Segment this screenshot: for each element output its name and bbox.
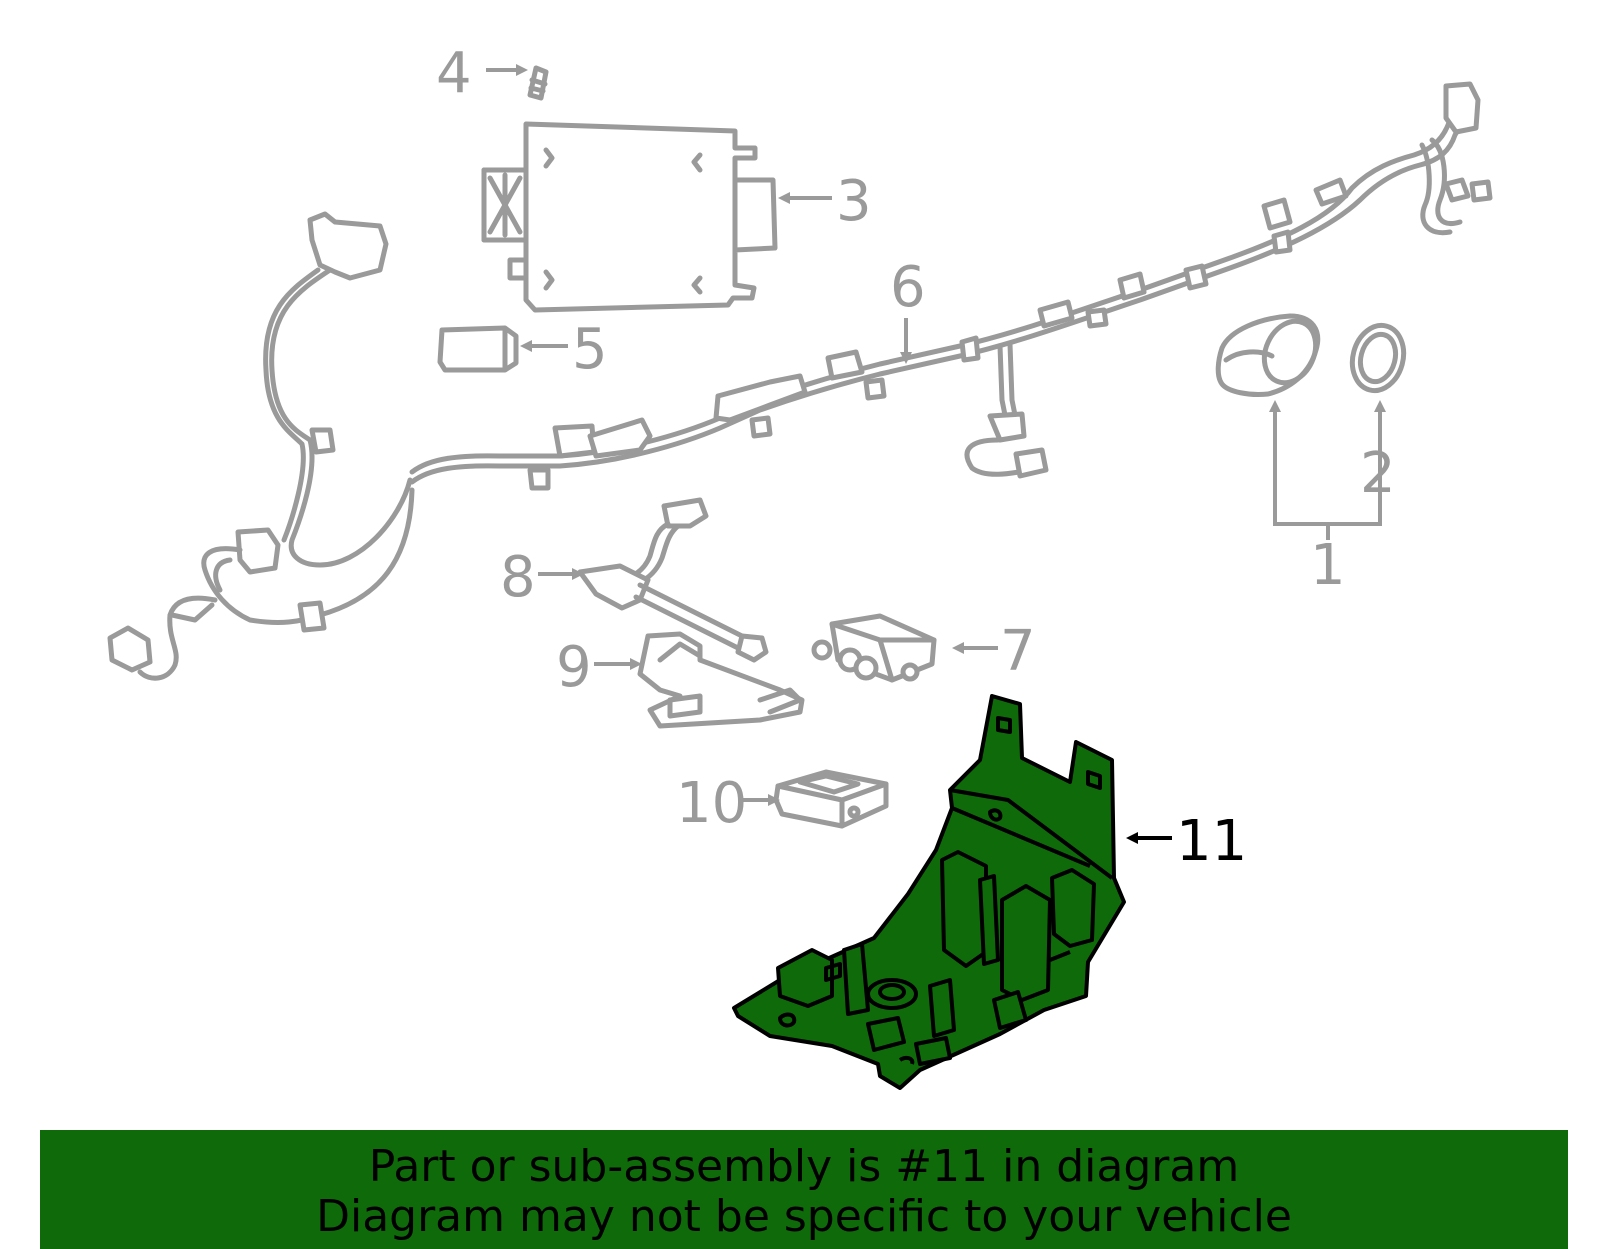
part-1-bezel bbox=[1215, 313, 1321, 397]
part-4-screw bbox=[527, 65, 549, 101]
info-banner: Part or sub-assembly is #11 in diagram D… bbox=[40, 1130, 1568, 1249]
part-9-bracket bbox=[637, 631, 805, 729]
part-6-main-harness bbox=[409, 81, 1493, 491]
callout-10: 10 bbox=[676, 771, 747, 836]
leader-lines bbox=[486, 64, 1386, 844]
part-6-left-harness bbox=[107, 211, 415, 681]
banner-line-1: Part or sub-assembly is #11 in diagram bbox=[368, 1141, 1240, 1192]
callout-7: 7 bbox=[1000, 619, 1036, 684]
part-2-ring bbox=[1349, 322, 1407, 394]
callout-4: 4 bbox=[436, 41, 472, 106]
callout-1: 1 bbox=[1310, 533, 1346, 598]
callout-labels: 4 3 5 6 2 1 8 7 9 10 11 bbox=[436, 41, 1396, 874]
part-11-bracket-highlighted bbox=[732, 694, 1126, 1090]
callout-8: 8 bbox=[500, 545, 536, 610]
callout-9: 9 bbox=[556, 635, 592, 700]
callout-5: 5 bbox=[572, 317, 608, 382]
part-8-sensor bbox=[577, 497, 769, 663]
part-10-module bbox=[773, 769, 889, 829]
part-7-connector bbox=[811, 613, 937, 683]
callout-2: 2 bbox=[1360, 441, 1396, 506]
part-3-module bbox=[481, 121, 778, 313]
banner-line-2: Diagram may not be specific to your vehi… bbox=[316, 1191, 1292, 1242]
part-5-block bbox=[437, 325, 519, 373]
callout-6: 6 bbox=[890, 255, 926, 320]
callout-11: 11 bbox=[1176, 809, 1247, 874]
callout-3: 3 bbox=[836, 169, 872, 234]
